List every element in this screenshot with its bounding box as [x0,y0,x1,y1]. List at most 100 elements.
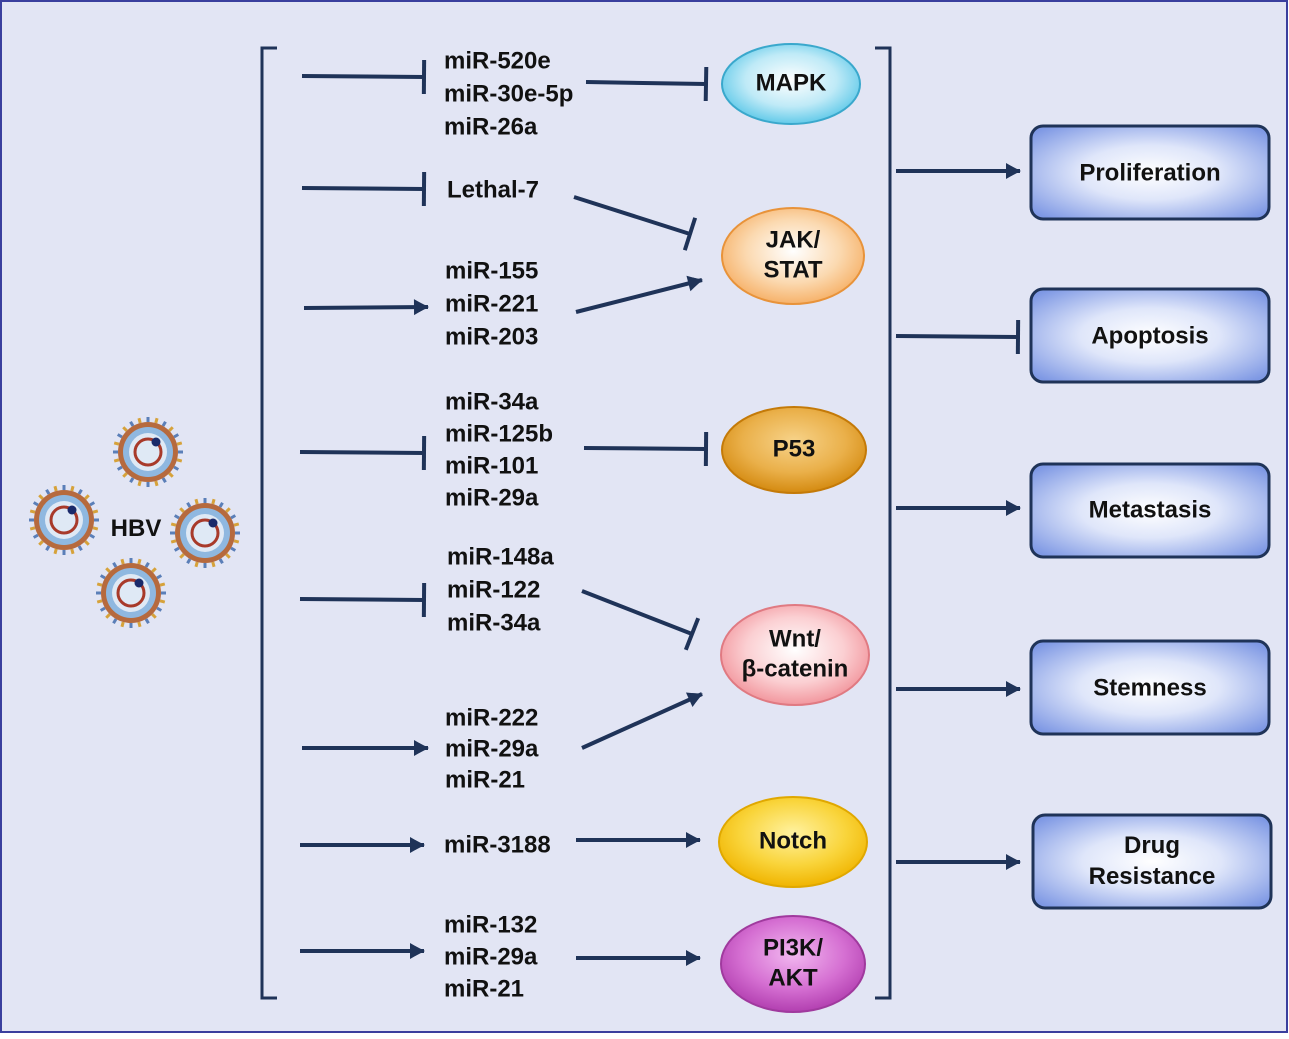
inhibit-edge [300,452,424,453]
virus-polymerase [209,519,218,528]
virus-spike [177,460,182,461]
mirna-label: miR-29a [444,943,538,970]
virus-spike [171,524,176,525]
virus-spike [139,622,140,627]
mirna-label: miR-29a [445,735,539,762]
virus-spike [55,549,56,554]
mirna-label: miR-148a [447,543,554,570]
inhibit-edge [300,599,424,600]
outcome-box: Stemness [1031,641,1269,734]
mirna-label: miR-29a [445,484,539,511]
pathway-node: MAPK [722,44,860,124]
pathway-label: STAT [763,256,822,283]
pathway-label: β-catenin [742,655,849,682]
pathway-label: P53 [773,435,816,462]
inhibit-edge [584,448,706,449]
virus-particle-icon [113,417,183,487]
virus-spike [139,481,140,486]
mirna-label: miR-222 [445,704,538,731]
virus-spike [55,486,56,491]
mirna-label: miR-155 [445,257,538,284]
virus-spike [139,418,140,423]
inhibit-edge [302,188,424,189]
mirna-label: miR-101 [445,452,538,479]
outcome-label: Proliferation [1079,159,1220,186]
inhibit-edge [586,82,706,84]
pathway-label: AKT [768,964,818,991]
virus-polymerase [135,579,144,588]
outcome-box: Apoptosis [1031,289,1269,382]
virus-spike [160,601,165,602]
virus-spike [72,486,73,491]
inhibit-edge [896,336,1018,337]
virus-spike [213,562,214,567]
pathway-node: Wnt/β-catenin [721,605,869,705]
virus-spike [72,549,73,554]
mirna-label: miR-125b [445,420,553,447]
mirna-label: miR-21 [444,975,524,1002]
activate-edge [304,307,428,308]
inhibit-edge-bar [706,67,707,101]
virus-spike [234,524,239,525]
outcome-box-rect [1033,815,1271,908]
virus-spike [93,511,98,512]
virus-particle-icon [170,498,240,568]
virus-spike [93,528,98,529]
virus-label: HBV [111,515,162,542]
virus-spike [171,541,176,542]
mirna-label: miR-132 [444,911,537,938]
mirna-label: miR-26a [444,113,538,140]
virus-spike [30,511,35,512]
mirna-label: miR-34a [447,609,541,636]
mirna-label: miR-122 [447,576,540,603]
mirna-label: miR-221 [445,290,538,317]
virus-spike [30,528,35,529]
outcome-label: Drug [1124,832,1180,859]
outcome-label: Metastasis [1089,496,1212,523]
mirna-label: miR-34a [445,388,539,415]
virus-spike [213,499,214,504]
mirna-label: Lethal-7 [447,176,539,203]
virus-particle-icon [96,558,166,628]
virus-spike [97,601,102,602]
virus-spike [122,622,123,627]
virus-spike [196,499,197,504]
pathway-node: P53 [722,407,866,493]
outcome-box: Proliferation [1031,126,1269,219]
virus-particle-icon [29,485,99,555]
outcome-box: Metastasis [1031,464,1269,557]
mirna-label: miR-203 [445,323,538,350]
virus-spike [160,584,165,585]
pathway-node: JAK/STAT [722,208,864,304]
pathway-label: Notch [759,827,827,854]
virus-spike [114,460,119,461]
virus-spike [196,562,197,567]
mirna-label: miR-3188 [444,831,551,858]
virus-spike [156,481,157,486]
pathway-node: PI3K/AKT [721,916,865,1012]
mirna-label: miR-30e-5p [444,80,573,107]
virus-spike [156,418,157,423]
pathway-node: Notch [719,797,867,887]
pathway-label: PI3K/ [763,934,823,961]
virus-spike [177,443,182,444]
virus-spike [97,584,102,585]
pathway-label: MAPK [756,69,827,96]
mirna-label: miR-21 [445,766,525,793]
inhibit-edge [302,76,424,77]
virus-spike [234,541,239,542]
pathway-label: Wnt/ [769,625,821,652]
virus-spike [122,559,123,564]
virus-polymerase [152,438,161,447]
outcome-label: Resistance [1089,863,1216,890]
mirna-label: miR-520e [444,47,551,74]
pathway-label: JAK/ [766,226,821,253]
virus-polymerase [68,506,77,515]
outcome-label: Apoptosis [1091,322,1208,349]
virus-spike [139,559,140,564]
outcome-label: Stemness [1093,674,1206,701]
virus-spike [114,443,119,444]
